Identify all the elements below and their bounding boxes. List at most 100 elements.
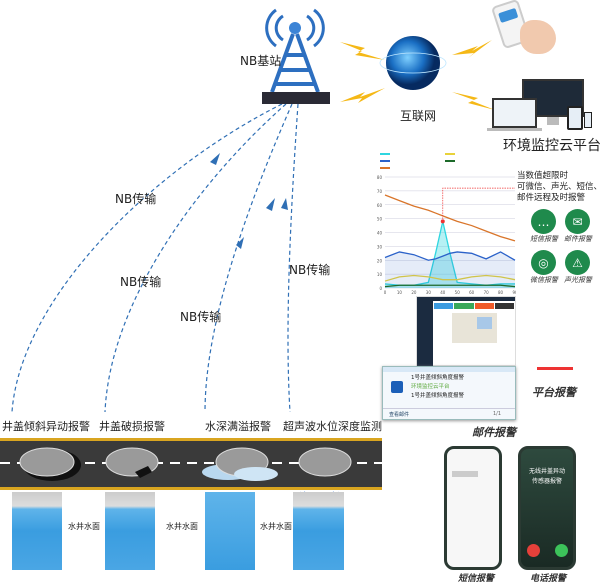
nb-transmission-label: NB传输 — [289, 263, 331, 277]
alert-note: 当数值超限时 可微信、声光、短信、 邮件远程及时报警 — [517, 171, 603, 204]
email-alert-caption: 邮件报警 — [472, 426, 516, 439]
alert-channel-label: 微信报警 — [530, 276, 558, 284]
sensor-label-tilt: 井盖倾斜异动报警 — [2, 420, 90, 433]
water-well — [12, 492, 62, 570]
x-tick-label: 70 — [484, 290, 490, 295]
alert-channel-label: 邮件报警 — [564, 235, 592, 243]
platform-alert-caption: 平台报警 — [532, 386, 576, 399]
y-tick-label: 50 — [377, 217, 383, 222]
nb-transmission-label: NB传输 — [180, 310, 222, 324]
series-line — [384, 284, 516, 288]
alert-channel-email: ✉ 邮件报警 — [558, 209, 598, 244]
view-email-link[interactable]: 查看邮件 — [389, 412, 410, 418]
alert-channel-label: 短信报警 — [530, 235, 558, 243]
series-area — [385, 251, 515, 288]
y-tick-label: 20 — [377, 258, 383, 263]
sms-phone — [444, 446, 502, 570]
alert-note-line: 可微信、声光、短信、 — [517, 182, 603, 192]
caller-name: 无线井盖异动传感器报警 — [529, 468, 566, 485]
alert-channel-label: 声光报警 — [564, 276, 592, 284]
devices-image — [487, 76, 592, 134]
y-tick-label: 40 — [377, 231, 383, 236]
arrow-icon — [210, 153, 220, 165]
nb-transmission-label: NB传输 — [120, 275, 162, 289]
hand-image — [520, 20, 556, 54]
internet-label: 互联网 — [400, 109, 437, 123]
sensor-label-overflow: 水深满溢报警 — [205, 420, 271, 433]
y-tick-label: 30 — [377, 244, 383, 249]
water-well-full — [205, 492, 255, 570]
phone-alert-caption: 电话报警 — [530, 574, 567, 584]
base-station-label: NB基站 — [240, 54, 282, 68]
mail-app-icon — [391, 381, 403, 393]
email-body: 1号井盖倾斜角度报警 — [411, 393, 464, 399]
monitoring-chart: 010203040506070800102030405060708090 — [377, 153, 516, 295]
water-well — [105, 492, 155, 570]
call-phone: 无线井盖异动传感器报警 — [518, 446, 576, 570]
x-tick-label: 50 — [455, 290, 461, 295]
arrow-icon — [266, 198, 275, 211]
manhole-cover-tilted — [19, 447, 75, 477]
lightning-icon — [452, 92, 495, 110]
platform-screenshot — [416, 296, 516, 367]
y-tick-label: 80 — [377, 175, 383, 180]
alert-channel-wechat: ◎ 微信报警 — [524, 250, 564, 285]
arrow-icon — [281, 198, 288, 210]
legend-swatch — [445, 153, 455, 155]
internet-globe-icon — [386, 36, 440, 90]
base-station-tower-icon — [262, 8, 330, 104]
email-sender: 环境监控云平台 — [411, 384, 450, 390]
alarm-threshold-line — [442, 187, 515, 222]
transmission-path — [104, 103, 287, 413]
platform-alert-bar — [537, 367, 573, 370]
arrow-icon — [236, 237, 244, 249]
mail-icon: ✉ — [565, 209, 590, 234]
nb-transmission-label: NB传输 — [115, 192, 157, 206]
transmission-path — [287, 103, 299, 413]
wechat-icon: ◎ — [531, 250, 556, 275]
alert-note-line: 当数值超限时 — [517, 171, 569, 181]
email-pager[interactable]: 1/1 — [493, 411, 502, 417]
legend-swatch — [380, 167, 390, 169]
x-tick-label: 20 — [411, 290, 417, 295]
transmission-path — [11, 103, 283, 413]
sms-alert-caption: 短信报警 — [458, 574, 495, 584]
legend-swatch — [380, 160, 390, 162]
lightning-icon — [452, 40, 492, 58]
water-surface-label: 水井水面 — [166, 522, 198, 531]
x-tick-label: 0 — [384, 290, 387, 295]
series-line — [384, 251, 516, 261]
y-tick-label: 60 — [377, 203, 383, 208]
chat-icon: … — [531, 209, 556, 234]
alert-channel-light: ⚠ 声光报警 — [558, 250, 598, 285]
decline-call-button[interactable] — [527, 544, 540, 557]
email-title: 1号井盖倾斜角度报警 — [411, 375, 464, 381]
email-popup: 1号井盖倾斜角度报警 环境监控云平台 1号井盖倾斜角度报警 查看邮件 1/1 — [382, 366, 516, 420]
sensor-label-damage: 井盖破损报警 — [99, 420, 165, 433]
y-tick-label: 70 — [377, 189, 383, 194]
alarm-light-icon: ⚠ — [565, 250, 590, 275]
water-well — [293, 492, 344, 570]
lightning-icon — [340, 88, 385, 103]
sensor-label-ultrasonic: 超声波水位深度监测 — [283, 420, 382, 433]
accept-call-button[interactable] — [555, 544, 568, 557]
transmission-path — [204, 103, 293, 413]
legend-swatch — [380, 153, 390, 155]
x-tick-label: 60 — [469, 290, 475, 295]
series-line — [384, 274, 516, 282]
water-surface-label: 水井水面 — [68, 522, 100, 531]
alarm-point — [440, 219, 445, 224]
lightning-icon — [340, 42, 385, 60]
alert-note-line: 邮件远程及时报警 — [517, 193, 586, 203]
water-surface-label: 水井水面 — [260, 522, 292, 531]
x-tick-label: 90 — [512, 290, 516, 295]
manhole-cover-ultrasonic — [298, 447, 352, 477]
x-tick-label: 40 — [440, 290, 446, 295]
y-tick-label: 10 — [377, 272, 383, 277]
x-tick-label: 80 — [498, 290, 504, 295]
cloud-platform-title: 环境监控云平台 — [503, 138, 601, 154]
alert-channel-sms: … 短信报警 — [524, 209, 564, 244]
x-tick-label: 30 — [426, 290, 432, 295]
y-tick-label: 0 — [379, 286, 382, 291]
